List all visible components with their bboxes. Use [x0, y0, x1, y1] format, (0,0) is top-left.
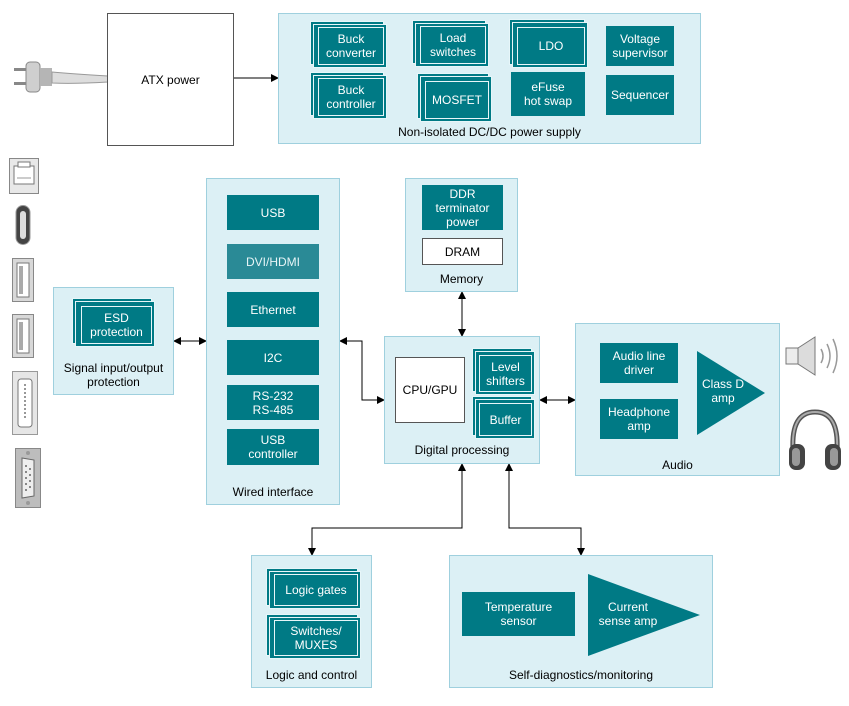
audio-title: Audio — [662, 458, 693, 472]
temperature-sensor-block: Temperature sensor — [462, 592, 575, 636]
atx-power-label: ATX power — [141, 72, 200, 87]
current-sense-amp-triangle — [588, 574, 700, 656]
level-shifters-stack: Level shifters — [472, 348, 535, 395]
dram-label: DRAM — [444, 244, 481, 259]
vga-port-icon — [15, 448, 41, 508]
power-supply-title: Non-isolated DC/DC power supply — [398, 125, 581, 139]
cpu-gpu-label: CPU/GPU — [402, 383, 458, 397]
class-d-amp-label: Class D amp — [701, 377, 744, 405]
speaker-icon — [785, 336, 838, 376]
level-shifters-block: Level shifters — [479, 355, 532, 392]
signal-protection-title: Signal input/output protection — [63, 361, 164, 389]
ddr-terminator-power-block: DDR terminator power — [422, 185, 503, 230]
usb-a-port-icon — [12, 314, 34, 358]
headphones-icon — [789, 409, 841, 470]
esd-protection-stack: ESD protection — [72, 298, 155, 347]
buck-converter-stack: Buck converter — [310, 21, 387, 68]
sequencer-block: Sequencer — [606, 75, 674, 115]
buck-controller-stack: Buck controller — [310, 72, 387, 119]
esd-protection-block: ESD protection — [81, 306, 152, 344]
buffer-block: Buffer — [479, 403, 532, 436]
ethernet-block: Ethernet — [227, 292, 319, 327]
dvi-port-icon — [12, 371, 38, 435]
mosfet-block: MOSFET — [425, 81, 489, 119]
efuse-hot-swap-block: eFuse hot swap — [511, 72, 585, 116]
digital-processing-title: Digital processing — [414, 443, 510, 457]
audio-line-driver-block: Audio line driver — [600, 343, 678, 383]
ldo-block: LDO — [517, 27, 585, 65]
switches-muxes-block: Switches/ MUXES — [274, 620, 358, 656]
load-switches-block: Load switches — [420, 26, 486, 64]
usb-block: USB — [227, 195, 319, 230]
wired-interface-title: Wired interface — [232, 485, 314, 499]
logic-gates-stack: Logic gates — [266, 568, 361, 609]
dvi-hdmi-block: DVI/HDMI — [227, 244, 319, 279]
power-plug-icon — [14, 61, 109, 93]
mosfet-stack: MOSFET — [417, 73, 492, 122]
switches-muxes-stack: Switches/ MUXES — [266, 614, 361, 659]
voltage-supervisor-block: Voltage supervisor — [606, 26, 674, 66]
buffer-stack: Buffer — [472, 396, 535, 439]
buck-controller-block: Buck controller — [318, 78, 384, 116]
ethernet-port-icon — [9, 158, 39, 194]
rs232-rs485-block: RS-232 RS-485 — [227, 385, 319, 420]
usb-a-port-icon — [12, 258, 34, 302]
ldo-stack: LDO — [509, 19, 588, 68]
logic-gates-block: Logic gates — [274, 574, 358, 606]
buck-converter-block: Buck converter — [318, 27, 384, 65]
atx-power-box: ATX power — [107, 13, 234, 146]
dram-block: DRAM — [422, 238, 503, 265]
logic-control-title: Logic and control — [265, 668, 358, 682]
cpu-gpu-block: CPU/GPU — [395, 357, 465, 423]
headphone-amp-block: Headphone amp — [600, 399, 678, 439]
usb-controller-block: USB controller — [227, 429, 319, 465]
load-switches-stack: Load switches — [412, 20, 489, 67]
class-d-amp-triangle — [697, 351, 765, 435]
usb-c-port-icon — [15, 205, 31, 245]
self-diagnostics-title: Self-diagnostics/monitoring — [508, 668, 654, 682]
current-sense-amp-label: Current sense amp — [598, 600, 658, 628]
i2c-block: I2C — [227, 340, 319, 375]
memory-title: Memory — [439, 272, 484, 286]
